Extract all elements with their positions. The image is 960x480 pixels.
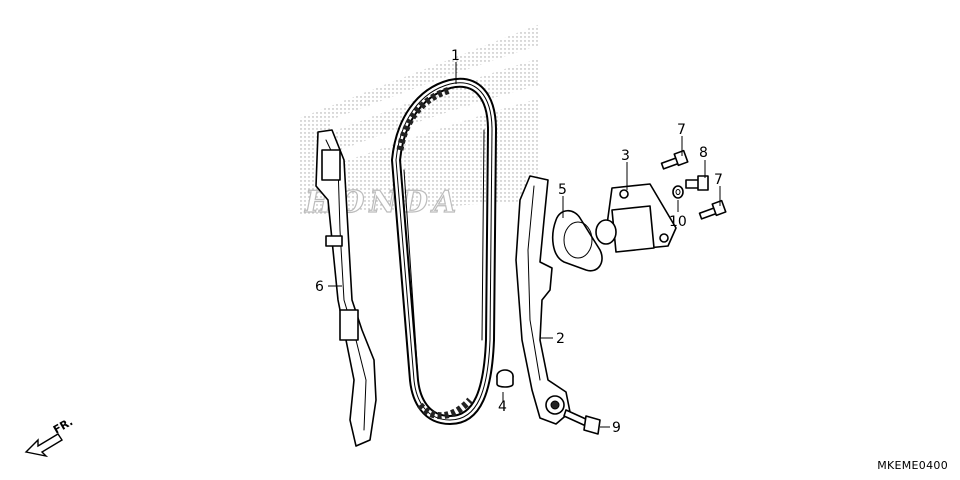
callout-3: 3 xyxy=(621,148,630,164)
callout-9: 9 xyxy=(612,420,621,436)
callout-labels: 1 2 3 4 5 6 7 7 8 9 10 xyxy=(315,48,723,436)
flange-bolt xyxy=(563,409,601,435)
honda-watermark: HONDA xyxy=(300,24,540,221)
callout-4: 4 xyxy=(498,399,507,415)
front-arrow-icon: FR. xyxy=(24,415,75,458)
leader-lines xyxy=(328,62,721,428)
callout-2: 2 xyxy=(556,331,565,347)
tensioner-lifter xyxy=(595,183,677,253)
sealing-washer xyxy=(672,185,684,199)
pivot-collar xyxy=(496,369,514,388)
callout-5: 5 xyxy=(558,182,567,198)
tensioner-gasket xyxy=(551,209,603,272)
callout-8: 8 xyxy=(699,145,708,161)
sealing-bolt xyxy=(685,175,709,191)
tensioner-arm xyxy=(515,175,571,425)
callout-10: 10 xyxy=(669,214,687,230)
front-direction-label: FR. xyxy=(51,415,75,436)
callout-1: 1 xyxy=(451,48,460,64)
callout-7-upper: 7 xyxy=(677,122,686,138)
callout-6: 6 xyxy=(315,279,324,295)
cam-chain-guide xyxy=(315,129,377,447)
bolt-lower xyxy=(698,199,727,220)
cam-chain xyxy=(390,77,498,426)
callout-7-lower: 7 xyxy=(714,172,723,188)
bolt-upper xyxy=(660,149,689,170)
diagram-code: MKEME0400 xyxy=(877,459,948,472)
